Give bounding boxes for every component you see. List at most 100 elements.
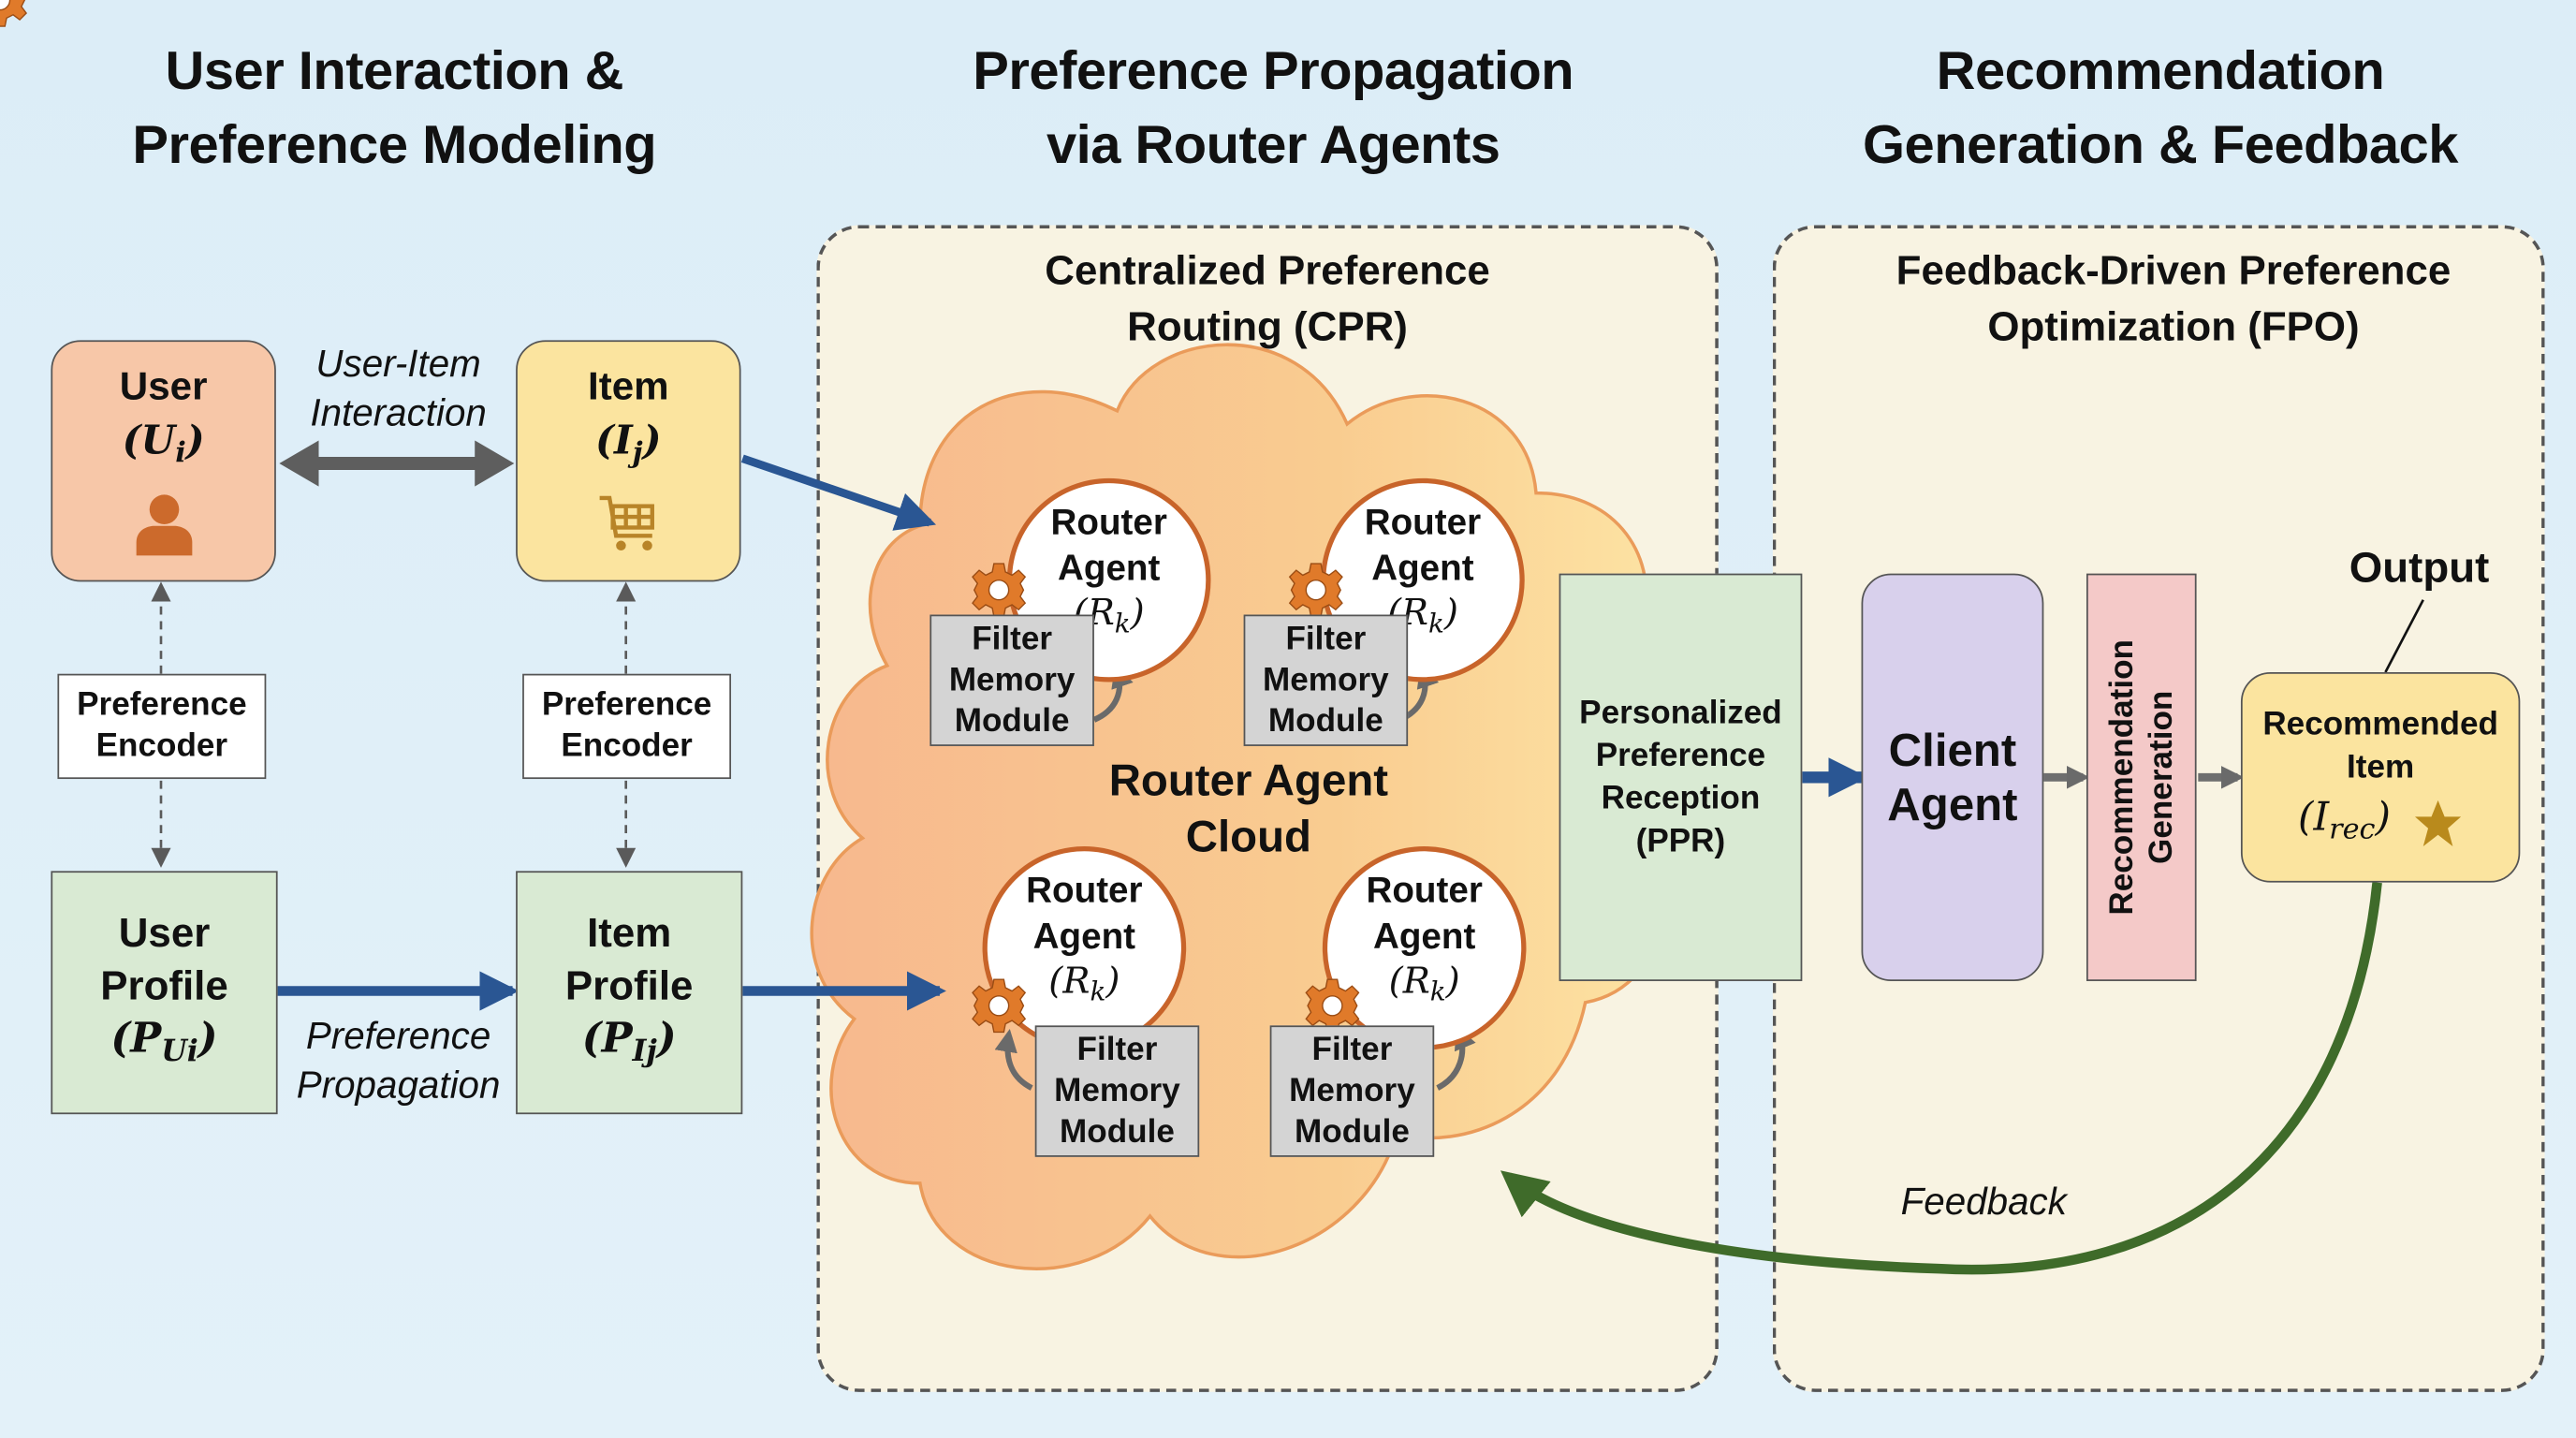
recommendation-generation-node[interactable]: Recommendation Generation — [2086, 573, 2197, 981]
encoder-line: Encoder — [95, 727, 228, 765]
title-line: Optimization (FPO) — [1987, 303, 2360, 350]
module-line: Memory — [948, 661, 1076, 698]
heading-line: Generation & Feedback — [1863, 113, 2458, 175]
user-node[interactable]: User (Ui) — [51, 340, 276, 582]
filter-memory-module-1[interactable]: Filter Memory Module — [929, 614, 1094, 746]
subscript: k — [1090, 976, 1106, 1007]
label-line: Propagation — [296, 1063, 501, 1107]
agent-line: Router — [1366, 869, 1483, 911]
user-profile-node[interactable]: User Profile (PUi) — [51, 871, 278, 1115]
module-line: Memory — [1289, 1072, 1415, 1109]
encoder-line: Preference — [77, 686, 247, 724]
rec-item-line: Item — [2347, 749, 2415, 785]
subscript: k — [1428, 608, 1444, 639]
subscript: i — [175, 437, 186, 471]
item-symbol: (Ij) — [595, 416, 662, 471]
encoder-line: Preference — [541, 686, 712, 724]
gear-icon — [1305, 978, 1360, 1034]
module-line: Module — [1295, 1113, 1410, 1150]
cloud-label-line: Cloud — [1185, 812, 1311, 861]
label-line: User-Item — [315, 342, 481, 385]
symbol: R — [1402, 961, 1430, 1004]
filter-memory-module-3[interactable]: Filter Memory Module — [1034, 1025, 1200, 1157]
client-agent-node[interactable]: Client Agent — [1861, 573, 2044, 981]
rec-item-symbol-row: (Irec) — [2298, 795, 2463, 851]
module-line: Filter — [1311, 1031, 1393, 1068]
user-item-interaction-arrow — [279, 440, 515, 487]
ppr-line: Reception — [1601, 780, 1761, 817]
recgen-line: Recommendation — [2103, 639, 2141, 916]
module-line: Module — [954, 702, 1070, 740]
agent-symbol: (Rk) — [1387, 593, 1458, 639]
cpr-panel-title: Centralized Preference Routing (CPR) — [816, 243, 1719, 355]
ppr-line: Personalized — [1579, 695, 1782, 732]
item-profile-node[interactable]: Item Profile (PIj) — [516, 871, 743, 1115]
right-section-heading: Recommendation Generation & Feedback — [1791, 33, 2530, 181]
recgen-line: Generation — [2143, 690, 2180, 864]
symbol: P — [130, 1013, 162, 1062]
filter-memory-module-4[interactable]: Filter Memory Module — [1269, 1025, 1435, 1157]
heading-line: Preference Propagation — [973, 39, 1574, 101]
item-node[interactable]: Item (Ij) — [516, 340, 741, 582]
star-icon — [2415, 800, 2462, 847]
filter-memory-module-2[interactable]: Filter Memory Module — [1243, 614, 1409, 746]
item-title: Item — [587, 364, 669, 410]
encoder-dashed-arrows — [159, 594, 628, 855]
module-line: Filter — [972, 620, 1053, 657]
recommended-item-node[interactable]: Recommended Item (Irec) — [2240, 671, 2521, 883]
left-section-heading: User Interaction & Preference Modeling — [50, 33, 739, 181]
user-profile-symbol: (PUi) — [110, 1013, 218, 1069]
profile-line: Profile — [100, 962, 228, 1009]
heading-line: via Router Agents — [1046, 113, 1500, 175]
ppr-line: Preference — [1595, 738, 1766, 774]
feedback-label: Feedback — [1900, 1180, 2067, 1224]
user-preference-encoder[interactable]: Preference Encoder — [57, 673, 267, 780]
label-line: Interaction — [310, 390, 487, 434]
agent-symbol: (Rk) — [1048, 961, 1120, 1007]
shopping-cart-icon — [598, 495, 654, 551]
subscript: Ij — [632, 1034, 657, 1069]
agent-line: Agent — [1032, 915, 1136, 957]
module-line: Module — [1267, 702, 1383, 740]
subscript: k — [1429, 976, 1446, 1007]
encoder-line: Encoder — [561, 727, 693, 765]
person-icon — [135, 494, 192, 556]
agent-symbol: (Rk) — [1388, 961, 1460, 1007]
item-preference-encoder[interactable]: Preference Encoder — [522, 673, 732, 780]
user-symbol: (Ui) — [122, 416, 205, 471]
item-profile-symbol: (PIj) — [581, 1013, 677, 1069]
client-line: Client — [1888, 725, 2017, 776]
middle-section-heading: Preference Propagation via Router Agents — [887, 33, 1660, 181]
output-label: Output — [2349, 542, 2490, 592]
agent-line: Router — [1050, 501, 1167, 543]
symbol: P — [601, 1013, 633, 1062]
rec-item-symbol: (Irec) — [2298, 793, 2391, 847]
gear-icon — [0, 0, 28, 27]
title-line: Feedback-Driven Preference — [1895, 248, 2452, 295]
module-line: Filter — [1076, 1031, 1158, 1068]
symbol: I — [613, 416, 633, 464]
label-line: Preference — [305, 1014, 491, 1057]
ppr-node[interactable]: Personalized Preference Reception (PPR) — [1559, 573, 1803, 981]
profile-line: User — [118, 910, 211, 957]
encoder-arrowheads — [151, 581, 637, 868]
feedback-arrow — [1500, 882, 2382, 1275]
gear-icon — [1289, 563, 1343, 617]
cloud-label-line: Router Agent — [1108, 756, 1389, 806]
output-leader-line — [2384, 599, 2424, 673]
symbol: R — [1062, 961, 1090, 1004]
module-line: Module — [1060, 1113, 1175, 1150]
profile-line: Item — [587, 910, 672, 957]
module-line: Memory — [1263, 661, 1389, 698]
rec-item-line: Recommended — [2262, 706, 2498, 743]
ppr-line: (PPR) — [1635, 823, 1726, 860]
subscript: k — [1114, 608, 1131, 639]
agent-line: Router — [1364, 501, 1482, 543]
agent-line: Agent — [1371, 547, 1474, 589]
user-title: User — [119, 364, 208, 410]
title-line: Routing (CPR) — [1127, 303, 1408, 350]
subscript: j — [632, 437, 643, 471]
subscript: rec — [2329, 814, 2376, 847]
item-to-cloud-arrow — [740, 454, 937, 531]
